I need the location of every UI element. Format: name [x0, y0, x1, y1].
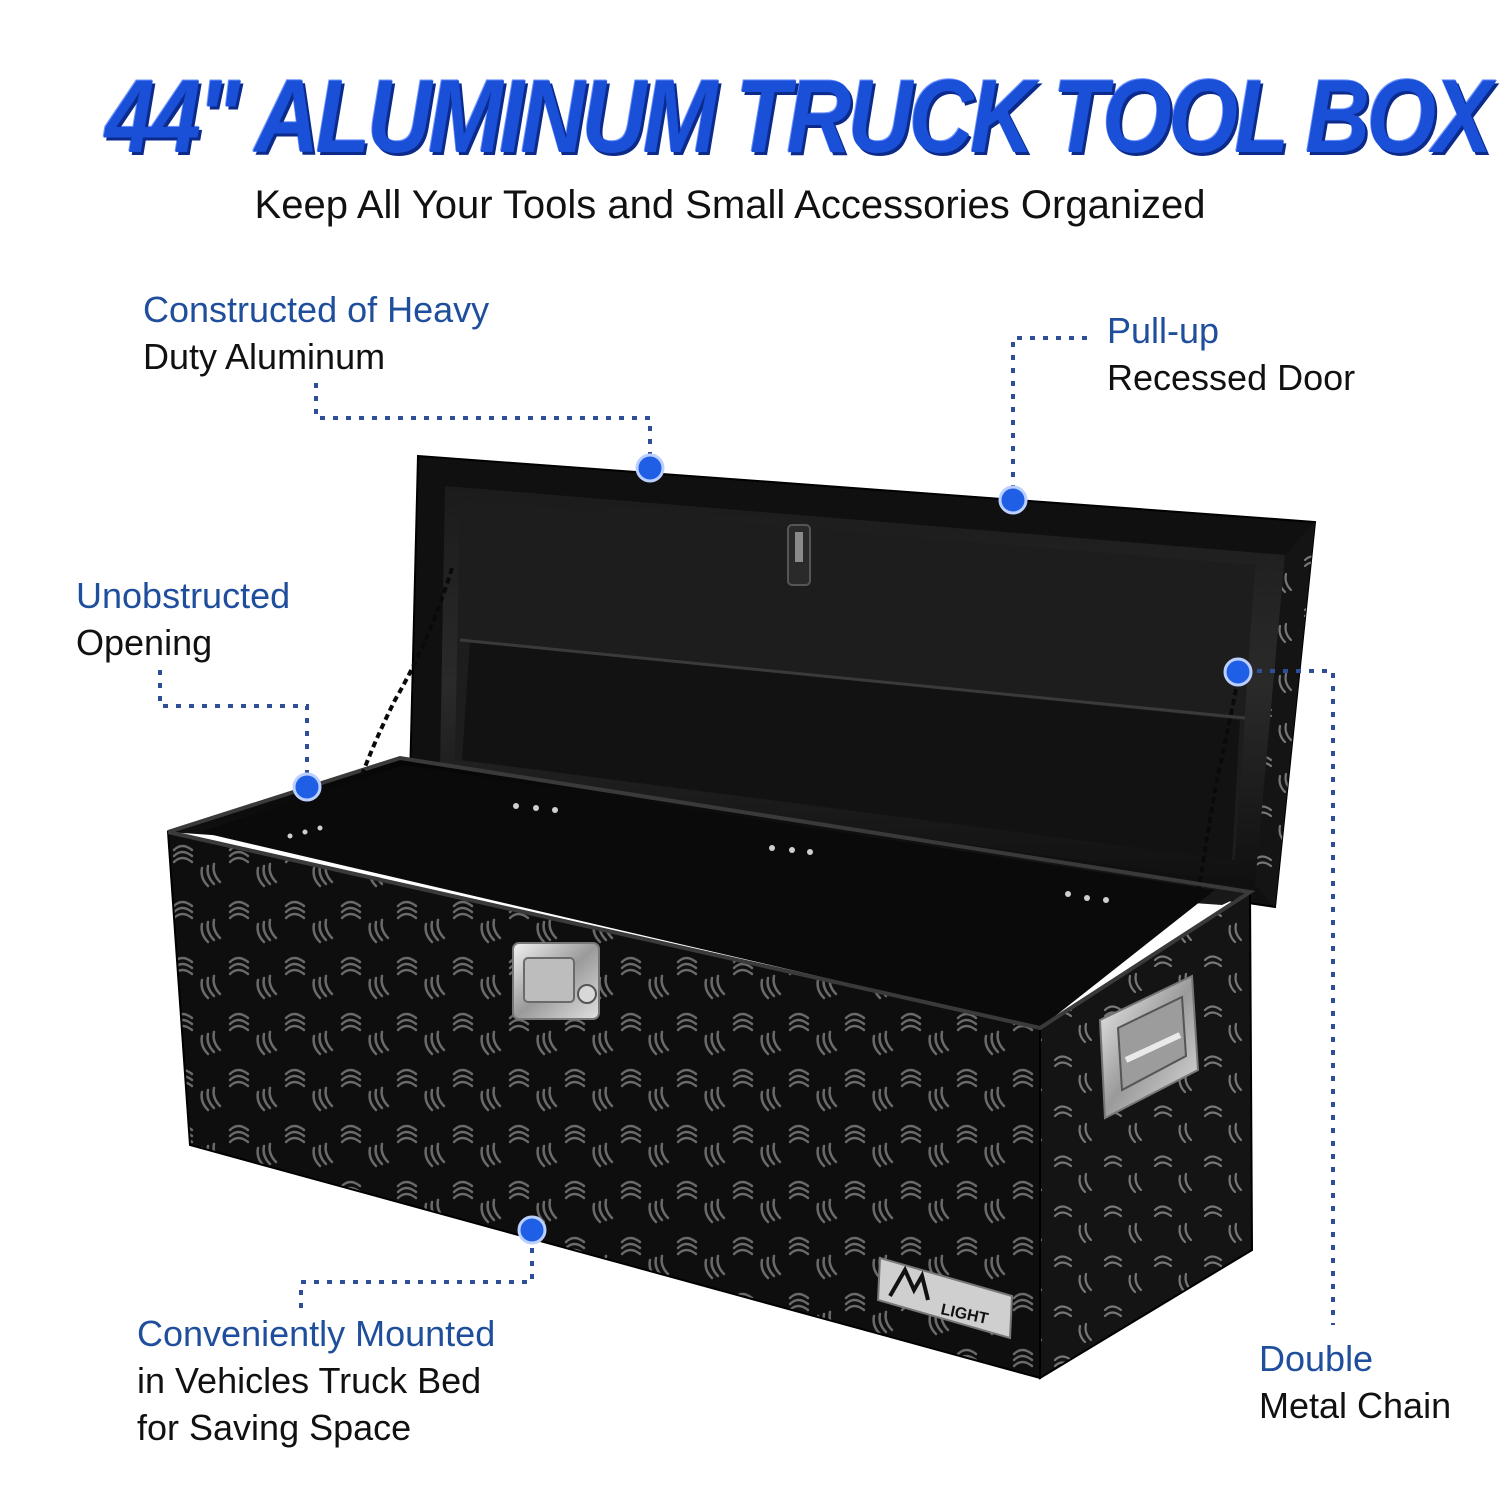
callout-aluminum-text: Duty Aluminum [143, 336, 386, 377]
hotspot-dot-mounted [517, 1215, 547, 1245]
callout-mounted-text-2: for Saving Space [137, 1407, 412, 1448]
leader-lines [158, 336, 1335, 1325]
hotspot-dot-aluminum [635, 453, 665, 483]
front-latch[interactable] [512, 942, 600, 1020]
callout-opening-text: Opening [76, 622, 213, 663]
chains [360, 567, 1244, 906]
callout-mounted-text-1: in Vehicles Truck Bed [137, 1360, 482, 1401]
lid-latch [787, 524, 811, 586]
hotspots [292, 453, 1253, 1245]
callout-chain-heading: Double [1259, 1338, 1374, 1379]
callout-aluminum: Constructed of Heavy Duty Aluminum [143, 286, 489, 380]
side-handle[interactable] [1098, 974, 1200, 1120]
callout-door-text: Recessed Door [1107, 357, 1356, 398]
callout-chain: Double Metal Chain [1259, 1335, 1451, 1429]
callout-opening-heading: Unobstructed [76, 575, 291, 616]
hotspot-dot-chain [1223, 657, 1253, 687]
interior-rivets [287, 803, 1109, 903]
page-subtitle: Keep All Your Tools and Small Accessorie… [254, 183, 1206, 227]
callout-mounted-heading: Conveniently Mounted [137, 1313, 496, 1354]
callout-opening: Unobstructed Opening [76, 572, 290, 666]
hotspot-dot-door [998, 485, 1028, 515]
lid [408, 454, 1317, 909]
callout-aluminum-heading: Constructed of Heavy [143, 289, 490, 330]
hotspot-dot-opening [292, 772, 322, 802]
callout-mounted: Conveniently Mounted in Vehicles Truck B… [137, 1310, 495, 1451]
callout-door-heading: Pull-up [1107, 310, 1220, 351]
callout-chain-text: Metal Chain [1259, 1385, 1452, 1426]
page-title: 44" ALUMINUM TRUCK TOOL BOX [105, 59, 1492, 175]
callout-door: Pull-up Recessed Door [1107, 307, 1355, 401]
